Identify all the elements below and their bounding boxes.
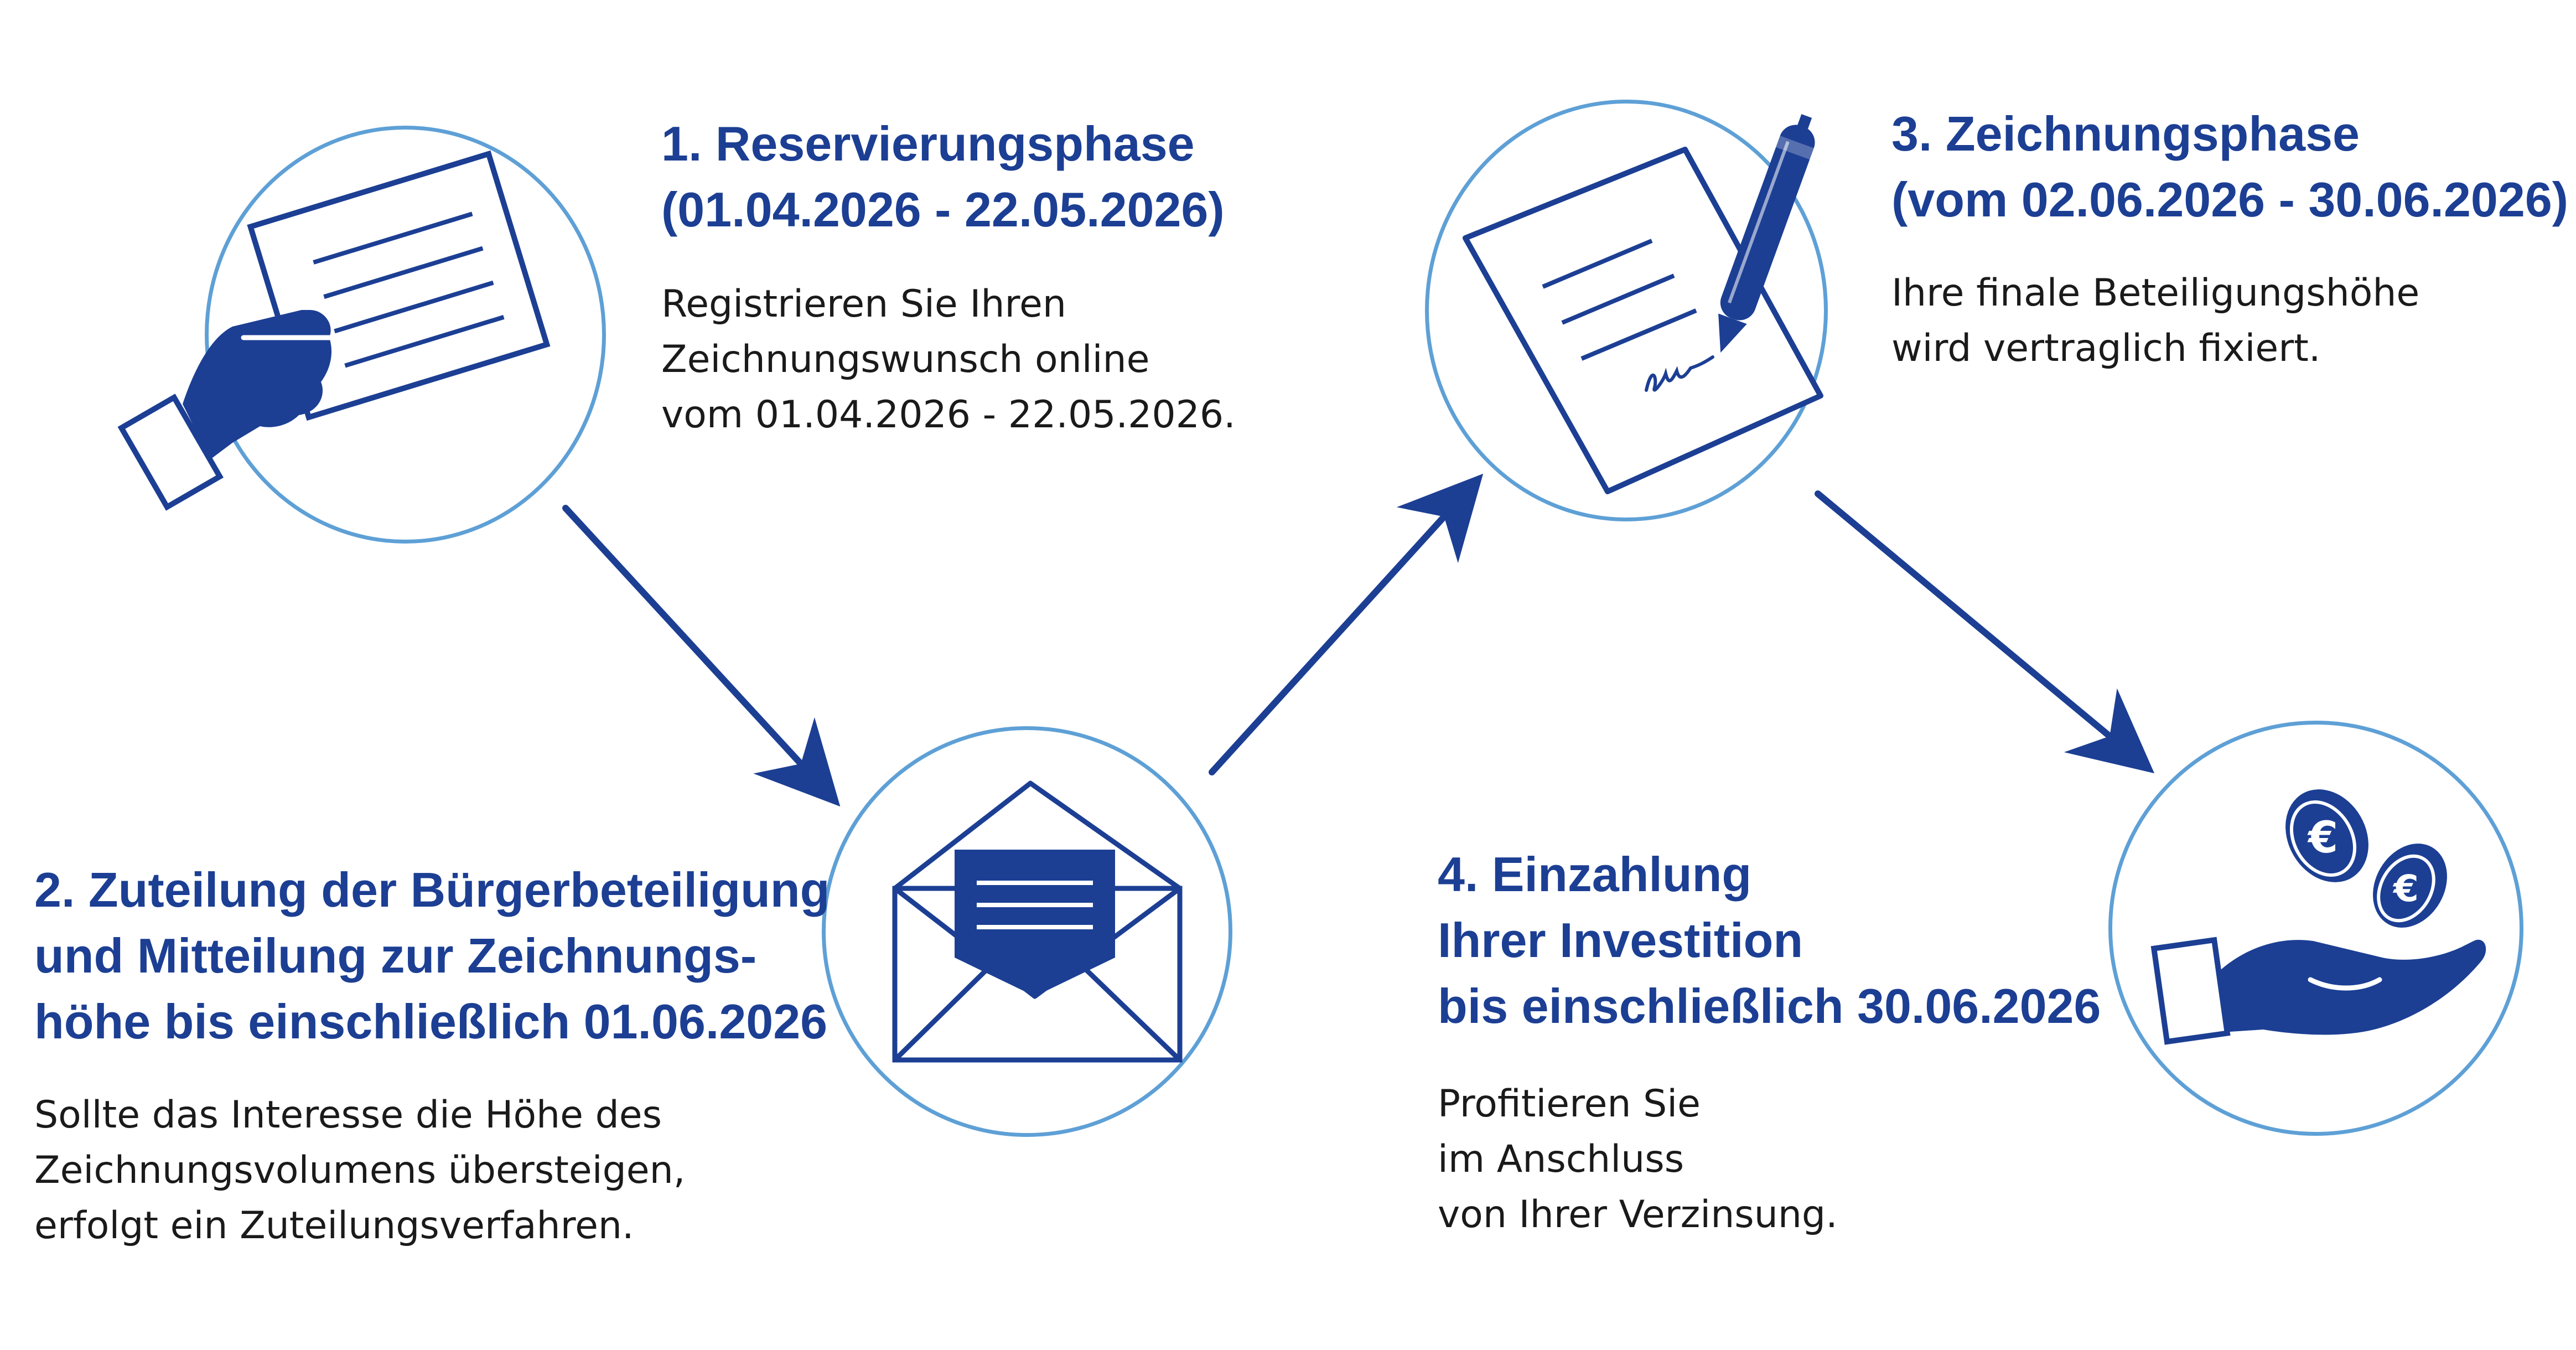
- step-4-description-line: Profitieren Sie: [1438, 1082, 1701, 1126]
- step-4-description-line: von Ihrer Verzinsung.: [1438, 1193, 1838, 1237]
- hand-euro-coins-icon: € €: [2150, 789, 2486, 1045]
- step-4-circle: [2108, 721, 2523, 1136]
- step-1-description-line: Zeichnungswunsch online: [661, 338, 1150, 381]
- step-1-title-line: (01.04.2026 - 22.05.2026): [661, 182, 1225, 237]
- euro-coin-icon: €: [2373, 844, 2447, 928]
- step-2-title-line: 2. Zuteilung der Bürgerbeteiligung: [34, 862, 830, 917]
- step-4-title-line: bis einschließlich 30.06.2026: [1438, 979, 2101, 1033]
- step-2-description-line: Zeichnungsvolumens übersteigen,: [34, 1149, 686, 1192]
- step-3-description-line: Ihre finale Beteiligungshöhe: [1891, 271, 2420, 315]
- euro-coin-icon: €: [2285, 789, 2368, 882]
- contract-pen-icon: [1463, 114, 1823, 494]
- step-3-description: Ihre finale Beteiligungshöhe wird vertra…: [1891, 266, 2419, 376]
- step-1-description-line: vom 01.04.2026 - 22.05.2026.: [661, 393, 1236, 437]
- arrow-step-3-to-4: [1815, 490, 2155, 774]
- step-4-description-line: im Anschluss: [1438, 1137, 1684, 1181]
- step-2-title: 2. Zuteilung der Bürgerbeteiligung und M…: [34, 857, 830, 1054]
- step-2-title-line: höhe bis einschließlich 01.06.2026: [34, 994, 828, 1049]
- arrow-step-1-to-2: [562, 505, 841, 807]
- step-2-description-line: Sollte das Interesse die Höhe des: [34, 1093, 662, 1137]
- step-1-title-line: 1. Reservierungsphase: [661, 116, 1195, 171]
- step-2-description: Sollte das Interesse die Höhe des Zeichn…: [34, 1088, 685, 1254]
- envelope-letter-icon: [892, 780, 1183, 1063]
- svg-text:€: €: [2392, 867, 2419, 910]
- step-4-title-line: 4. Einzahlung: [1438, 847, 1752, 902]
- step-4-title: 4. Einzahlung Ihrer Investition bis eins…: [1438, 841, 2101, 1039]
- hand-document-icon: [117, 150, 551, 511]
- step-4-title-line: Ihrer Investition: [1438, 913, 1803, 968]
- step-3-title-line: (vom 02.06.2026 - 30.06.2026): [1891, 172, 2569, 227]
- step-1-description-line: Registrieren Sie Ihren: [661, 282, 1066, 326]
- step-3-title: 3. Zeichnungsphase (vom 02.06.2026 - 30.…: [1891, 101, 2568, 232]
- arrow-step-2-to-3: [1209, 473, 1484, 775]
- step-4-description: Profitieren Sie im Anschluss von Ihrer V…: [1438, 1077, 1838, 1243]
- svg-text:€: €: [2307, 813, 2338, 863]
- step-2-title-line: und Mitteilung zur Zeichnungs-: [34, 928, 757, 983]
- step-3-description-line: wird vertraglich fixiert.: [1891, 327, 2321, 370]
- step-3-title-line: 3. Zeichnungsphase: [1891, 106, 2360, 161]
- step-1-description: Registrieren Sie Ihren Zeichnungswunsch …: [661, 277, 1236, 443]
- step-1-title: 1. Reservierungsphase (01.04.2026 - 22.0…: [661, 111, 1225, 242]
- step-2-description-line: erfolgt ein Zuteilungsverfahren.: [34, 1204, 634, 1248]
